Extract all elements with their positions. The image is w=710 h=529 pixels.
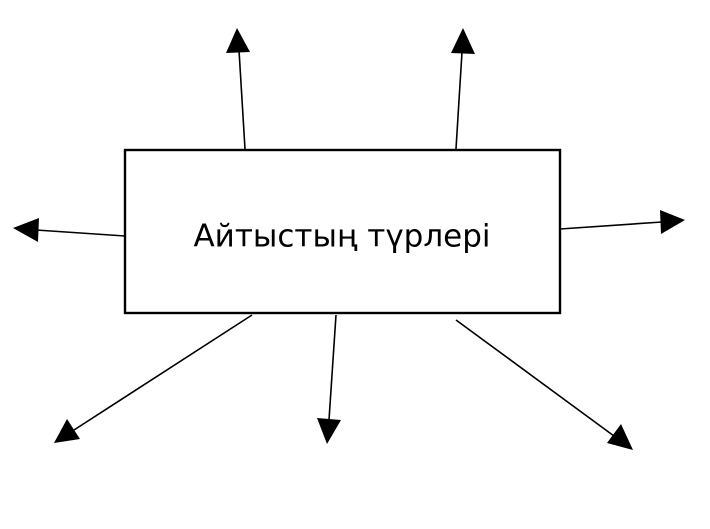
arrow-bottom-center-head xyxy=(317,418,341,444)
arrow-bottom-left-shaft xyxy=(73,314,253,431)
arrow-bottom-right xyxy=(455,319,633,450)
arrow-top-left-shaft xyxy=(238,49,246,150)
arrow-left xyxy=(13,218,126,242)
arrow-top-right-head xyxy=(451,28,475,54)
arrow-right-head xyxy=(660,210,685,234)
arrow-bottom-left-head xyxy=(54,419,80,443)
center-label: Айтыстың түрлері xyxy=(193,219,490,255)
arrow-right xyxy=(559,210,685,234)
arrow-bottom-center-shaft xyxy=(328,314,337,421)
arrow-bottom-right-head xyxy=(607,424,633,450)
arrow-top-right xyxy=(451,28,475,150)
arrow-bottom-center xyxy=(317,314,341,444)
arrow-top-left xyxy=(226,28,250,150)
arrow-bottom-left xyxy=(54,314,253,443)
arrow-right-shaft xyxy=(559,221,663,230)
arrow-left-shaft xyxy=(35,229,126,237)
arrow-top-left-head xyxy=(226,28,250,53)
arrow-left-head xyxy=(13,218,39,242)
arrow-top-right-shaft xyxy=(455,51,463,150)
arrow-bottom-right-shaft xyxy=(455,319,615,437)
center-box xyxy=(123,148,562,315)
